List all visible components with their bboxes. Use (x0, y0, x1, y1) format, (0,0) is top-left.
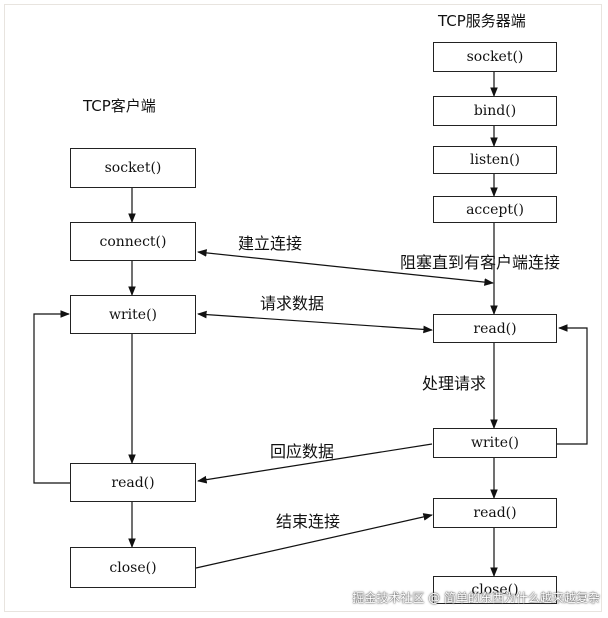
server-write-box: write() (433, 428, 557, 458)
arrow-client-loop (33, 310, 70, 484)
client-socket-box: socket() (70, 148, 196, 188)
label-reply: 回应数据 (270, 442, 335, 461)
server-socket-box: socket() (433, 42, 557, 72)
client-read-box: read() (70, 463, 196, 502)
server-bind-box: bind() (433, 96, 557, 126)
label-block: 阻塞直到有客户端连接 (400, 253, 561, 272)
server-read2-box: read() (433, 498, 557, 528)
arrow-connect-accept (197, 249, 494, 286)
server-read-box: read() (433, 314, 557, 343)
label-establish: 建立连接 (238, 234, 303, 253)
client-title: TCP客户端 (83, 97, 156, 115)
arrow-server-loop (557, 324, 588, 445)
client-write-box: write() (70, 295, 196, 334)
label-request: 请求数据 (260, 294, 325, 313)
server-listen-box: listen() (433, 146, 557, 174)
arrow-close-read (195, 513, 433, 569)
watermark: 掘金技术社区 @ 简单的东西为什么越来越复杂 (352, 591, 600, 605)
label-finish: 结束连接 (276, 512, 341, 531)
client-connect-box: connect() (70, 222, 196, 261)
arrow-write-read-reply (197, 443, 433, 484)
server-title: TCP服务器端 (438, 12, 526, 30)
arrow-write-read (197, 310, 433, 334)
label-process: 处理请求 (422, 374, 487, 393)
server-accept-box: accept() (433, 196, 557, 223)
client-close-box: close() (70, 547, 196, 588)
server-close-box: close() (433, 576, 557, 604)
image-frame (4, 4, 602, 612)
